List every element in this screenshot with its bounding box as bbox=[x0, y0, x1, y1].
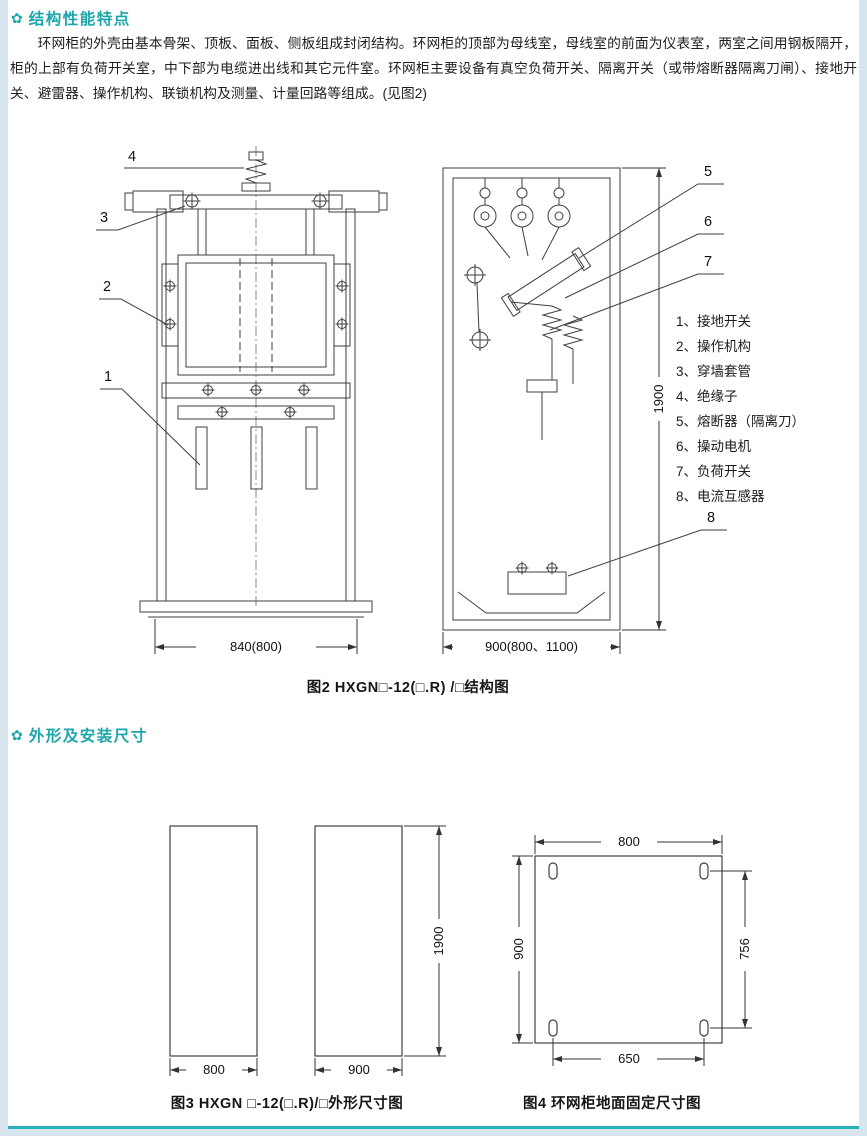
fig4-dim-900-label: 900 bbox=[511, 927, 527, 971]
figure2-structure-drawing bbox=[96, 146, 727, 654]
section-structure-title: 结构性能特点 bbox=[28, 11, 131, 28]
fig3-dim-800-label: 800 bbox=[186, 1062, 242, 1078]
legend-item: 1、接地开关 bbox=[676, 314, 752, 329]
outline-views bbox=[169, 825, 403, 1057]
structure-paragraph: 环网柜的外壳由基本骨架、顶板、面板、侧板组成封闭结构。环网柜的顶部为母线室，母线… bbox=[10, 36, 857, 101]
fig4-dim-756-label: 756 bbox=[737, 927, 753, 971]
figure2-legend: 1、接地开关 2、操作机构 3、穿墙套管 4、绝缘子 5、熔断器（隔离刀） 6、… bbox=[676, 309, 805, 509]
fig3-dim-900-label: 900 bbox=[331, 1062, 387, 1078]
callout-7: 7 bbox=[704, 254, 713, 270]
front-view-drawing bbox=[124, 146, 388, 618]
dimension-annotations bbox=[169, 825, 752, 1076]
legend-item: 6、操动电机 bbox=[676, 439, 752, 454]
section-dimensions-title: 外形及安装尺寸 bbox=[28, 728, 148, 745]
legend-item: 7、负荷开关 bbox=[676, 464, 752, 479]
figure4-caption: 图4 环网柜地面固定尺寸图 bbox=[522, 1096, 702, 1112]
legend-item: 5、熔断器（隔离刀） bbox=[676, 414, 806, 429]
figure3-figure4-drawing bbox=[169, 825, 752, 1076]
fig3-dim-1900-label: 1900 bbox=[431, 919, 447, 963]
figure2-caption: 图2 HXGN□-12(□.R) /□结构图 bbox=[306, 680, 510, 696]
figure3-caption: 图3 HXGN □-12(□.R)/□外形尺寸图 bbox=[170, 1096, 404, 1112]
fig4-dim-650-label: 650 bbox=[601, 1051, 657, 1067]
dimension-annotations bbox=[154, 167, 666, 654]
legend-item: 4、绝缘子 bbox=[676, 389, 738, 404]
callout-4: 4 bbox=[128, 149, 137, 165]
dim-900-800-1100-label: 900(800、1100) bbox=[453, 639, 610, 655]
section-dimensions-header: ✿ 外形及安装尺寸 bbox=[11, 724, 148, 746]
floor-fixing-plan bbox=[534, 855, 723, 1044]
section-structure-header: ✿ 结构性能特点 bbox=[11, 7, 131, 29]
fuse-tube bbox=[500, 247, 592, 317]
legend-item: 8、电流互感器 bbox=[676, 489, 765, 504]
dim-1900-label: 1900 bbox=[651, 377, 667, 421]
legend-item: 2、操作机构 bbox=[676, 339, 752, 354]
callout-1: 1 bbox=[104, 369, 113, 385]
side-view-drawing bbox=[442, 167, 621, 631]
page: ✿ 结构性能特点 环网柜的外壳由基本骨架、顶板、面板、侧板组成封闭结构。环网柜的… bbox=[8, 0, 859, 1129]
callout-6: 6 bbox=[704, 214, 713, 230]
legend-item: 3、穿墙套管 bbox=[676, 364, 752, 379]
fig4-dim-800-label: 800 bbox=[601, 834, 657, 850]
dim-840-800-label: 840(800) bbox=[196, 639, 316, 655]
flower-bullet-icon: ✿ bbox=[11, 10, 23, 26]
flower-bullet-icon: ✿ bbox=[11, 727, 23, 743]
callout-8: 8 bbox=[707, 510, 716, 526]
callout-leader-lines bbox=[96, 167, 727, 577]
callout-5: 5 bbox=[704, 164, 713, 180]
callout-3: 3 bbox=[100, 210, 109, 226]
callout-2: 2 bbox=[103, 279, 112, 295]
